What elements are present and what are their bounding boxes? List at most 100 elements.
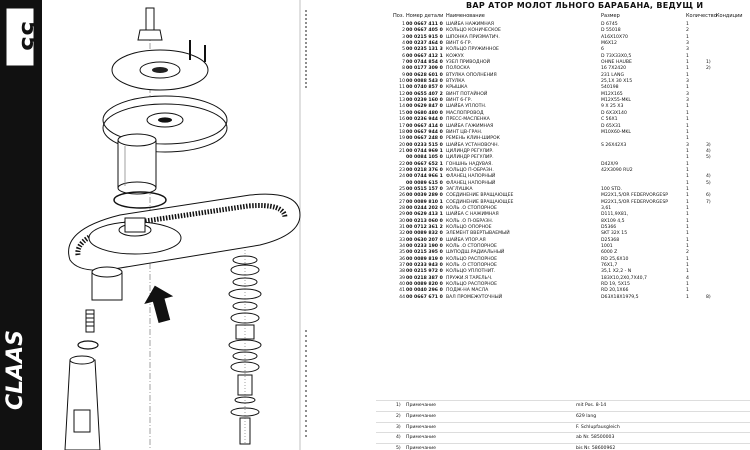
row-pos: 14	[399, 104, 405, 110]
row-name: ВИНТ ЦВ-ГРАН.	[446, 129, 483, 135]
row-name: ПОЛОСКА	[446, 66, 470, 72]
row-name: КОЖУХ	[446, 53, 464, 59]
row-size: 3,61	[601, 205, 612, 211]
row-qty: 1	[686, 123, 689, 129]
row-size: RD 20,1X66	[601, 288, 629, 294]
row-pos: 22	[399, 161, 405, 167]
row-qty: 3	[686, 91, 689, 97]
row-pos: 5	[402, 47, 405, 53]
row-pos: 41	[399, 288, 405, 294]
col-header-pos: Поз.	[393, 13, 405, 19]
row-size: 25,1X 30 X15	[601, 79, 633, 85]
row-part-no: 00 0233 190 0	[406, 244, 443, 250]
row-qty: 1	[686, 256, 689, 262]
row-qty: 1	[686, 193, 689, 199]
drawing-number-box	[5, 7, 35, 67]
row-pos: 33	[399, 237, 405, 243]
row-pos: 23	[399, 167, 405, 173]
row-pos: 27	[399, 199, 405, 205]
row-size: D111,9X81,	[601, 212, 629, 218]
row-size: SKT 32X 15	[601, 231, 628, 237]
row-pos: 15	[399, 110, 405, 116]
row-part-no: 00 0215 395 0	[406, 250, 443, 256]
row-pos: 29	[399, 212, 405, 218]
row-size: A16X10X70	[601, 34, 628, 40]
row-name: СОЕДИНЕНИЕ ВРАЩАЮЩЕЕ	[446, 193, 514, 199]
row-part-no: 00 0089 810 1	[406, 199, 443, 205]
note-label: Примечание	[406, 446, 436, 450]
row-part-no: 00 0039 289 0	[406, 193, 443, 199]
row-part-no: 00 0040 296 0	[406, 288, 443, 294]
row-name: РЕМЕНЬ КЛИН-ШИРОК	[446, 136, 500, 142]
col-header-qty: Количество	[686, 13, 717, 19]
row-part-no: 00 0233 943 0	[406, 263, 443, 269]
row-part-no: 00 0515 157 0	[406, 186, 443, 192]
row-qty: 1	[686, 117, 689, 123]
row-name: КОЛЬ .О СТОПОРНОЕ	[446, 205, 497, 211]
row-pos: 32	[399, 231, 405, 237]
row-pos: 39	[399, 275, 405, 281]
row-name: КОЛЬЦО ОПОРНОЕ	[446, 225, 492, 230]
row-size: 231 LANG	[601, 72, 625, 78]
row-qty: 1	[686, 155, 689, 161]
row-name: КОЛЬЦО ПРУЖИННОЕ	[446, 47, 499, 53]
row-size: D42X/9	[601, 161, 619, 167]
row-qty: 1	[686, 174, 689, 180]
row-pos: 6	[402, 53, 405, 59]
note-pos: 1)	[396, 403, 401, 408]
claas-logo: CLAAS	[3, 330, 28, 410]
note-pos: 4)	[396, 435, 401, 441]
row-cond: 8)	[706, 294, 711, 300]
row-pos: 38	[399, 269, 405, 275]
row-pos: 24	[399, 174, 405, 180]
row-part-no: 00 0628 601 0	[406, 72, 443, 78]
intermediate-shaft	[64, 359, 101, 450]
row-size: M22X1,5/OR FEDERVORGESP	[601, 199, 669, 205]
row-size: 76Х1,7	[601, 263, 618, 269]
row-part-no: 00 0667 652 1	[406, 161, 443, 167]
row-part-no: 00 0667 248 0	[406, 136, 443, 142]
row-cond: 6)	[706, 193, 711, 199]
row-name: КРЫШКА	[446, 85, 468, 91]
row-name: ШАЙБА С НАЖИМНАЯ	[446, 212, 499, 218]
row-qty: 1	[686, 199, 689, 205]
col-header-cond: Кондиции	[716, 13, 743, 19]
row-size: OHNE HAUBE	[601, 60, 632, 66]
row-pos: 10	[399, 79, 405, 85]
row-name: ШАЙБА УПЛОТН.	[446, 104, 487, 110]
row-cond: 4)	[706, 148, 711, 154]
row-pos: 17	[399, 123, 405, 129]
row-qty: 1	[686, 269, 689, 275]
row-qty: 1	[686, 263, 689, 269]
row-size: RD 25,6X10	[601, 256, 629, 262]
row-part-no: 00 0655 407 2	[406, 91, 443, 97]
row-part-no: 00 0712 361 2	[406, 225, 443, 230]
row-name: СОЕДИНЕНИЕ ВРАЩАЮЩЕЕ	[446, 199, 514, 205]
row-size: 9 X 25 X3	[601, 104, 624, 110]
row-name: КОЛЬ .О П-ОБРАЗН.	[446, 218, 494, 224]
row-size: 540198	[601, 85, 619, 91]
row-name: ВТУЛКА	[446, 79, 465, 85]
row-qty: 1	[686, 282, 689, 288]
row-name: ФЛАНЕЦ НАПОРНЫЙ	[446, 174, 496, 180]
row-size: D 6X3X140	[601, 110, 627, 116]
row-qty: 4	[686, 275, 689, 281]
row-part-no: 00 0744 969 1	[406, 148, 443, 154]
col-header-name: Наименование	[446, 13, 485, 19]
